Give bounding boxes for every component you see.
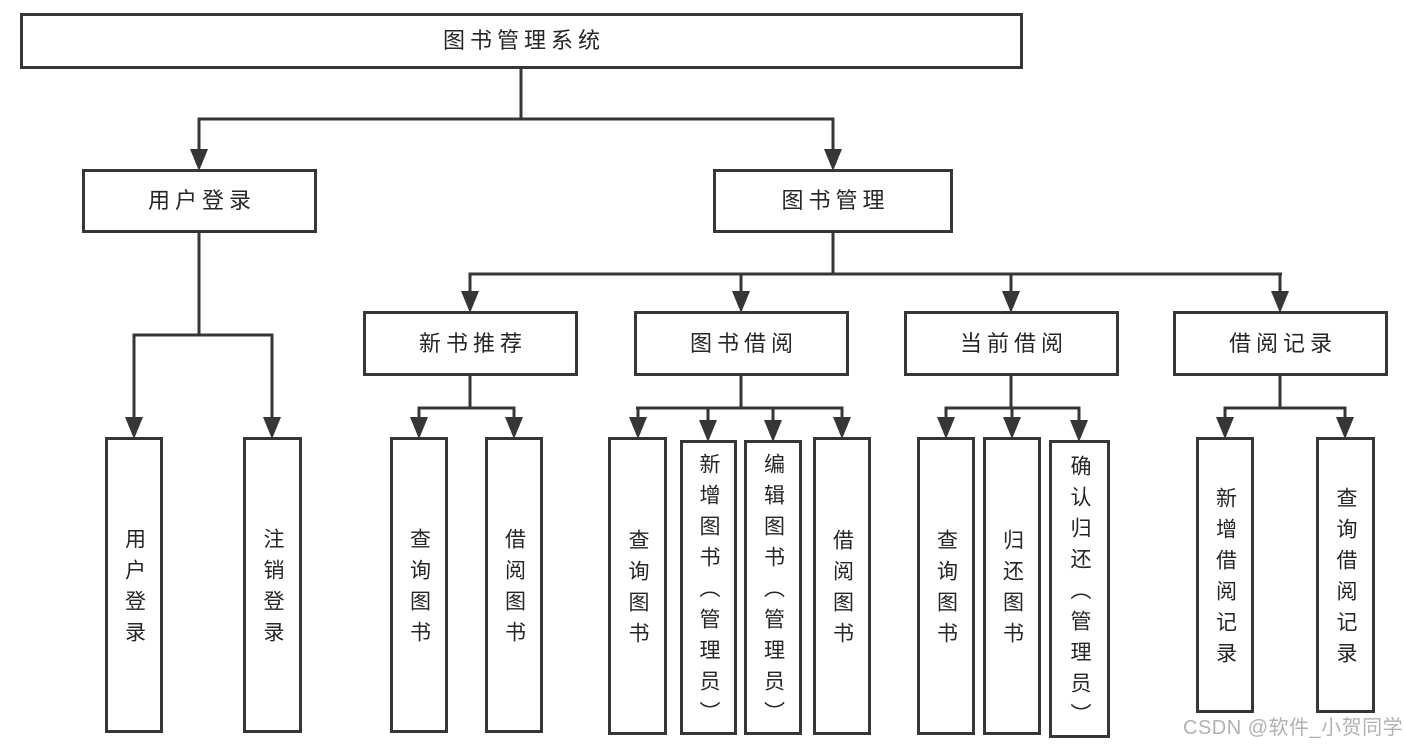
leaf-user-login: 用户登录 [105, 437, 163, 733]
leaf-query-books-current: 查询图书 [917, 437, 975, 735]
leaf-edit-book-admin: 编辑图书（管理员） [744, 440, 802, 735]
leaf-query-books-recommend: 查询图书 [390, 437, 448, 733]
leaf-add-borrow-record: 新增借阅记录 [1196, 437, 1254, 713]
connector-root-to-level2 [197, 68, 835, 151]
arrowheads [125, 149, 1354, 442]
leaf-query-books-borrow: 查询图书 [608, 437, 667, 735]
connector-borrow-records-children [1223, 374, 1347, 421]
connector-current-borrow-children [944, 374, 1081, 421]
connector-book-borrow-children [636, 374, 844, 421]
node-borrowing-records: 借阅记录 [1173, 311, 1388, 376]
leaf-logout: 注销登录 [243, 437, 302, 733]
node-book-management: 图书管理 [713, 169, 953, 233]
leaf-borrow-books-recommend: 借阅图书 [485, 437, 543, 733]
leaf-confirm-return-admin: 确认归还（管理员） [1049, 440, 1110, 738]
connector-new-book-children [417, 374, 516, 421]
connector-book-management-children [468, 231, 1282, 293]
leaf-return-book: 归还图书 [983, 437, 1041, 735]
node-library-system-root: 图书管理系统 [20, 13, 1023, 69]
leaf-add-book-admin: 新增图书（管理员） [680, 440, 737, 735]
connector-user-login-children [132, 231, 274, 419]
node-user-login: 用户登录 [82, 169, 317, 233]
node-book-borrowing: 图书借阅 [634, 311, 849, 376]
leaf-query-borrow-record: 查询借阅记录 [1316, 437, 1375, 713]
leaf-borrow-books-borrow: 借阅图书 [813, 437, 871, 735]
csdn-watermark: CSDN @软件_小贺同学 [1183, 717, 1404, 739]
node-new-book-recommend: 新书推荐 [363, 311, 578, 376]
node-current-borrowing: 当前借阅 [904, 311, 1119, 376]
